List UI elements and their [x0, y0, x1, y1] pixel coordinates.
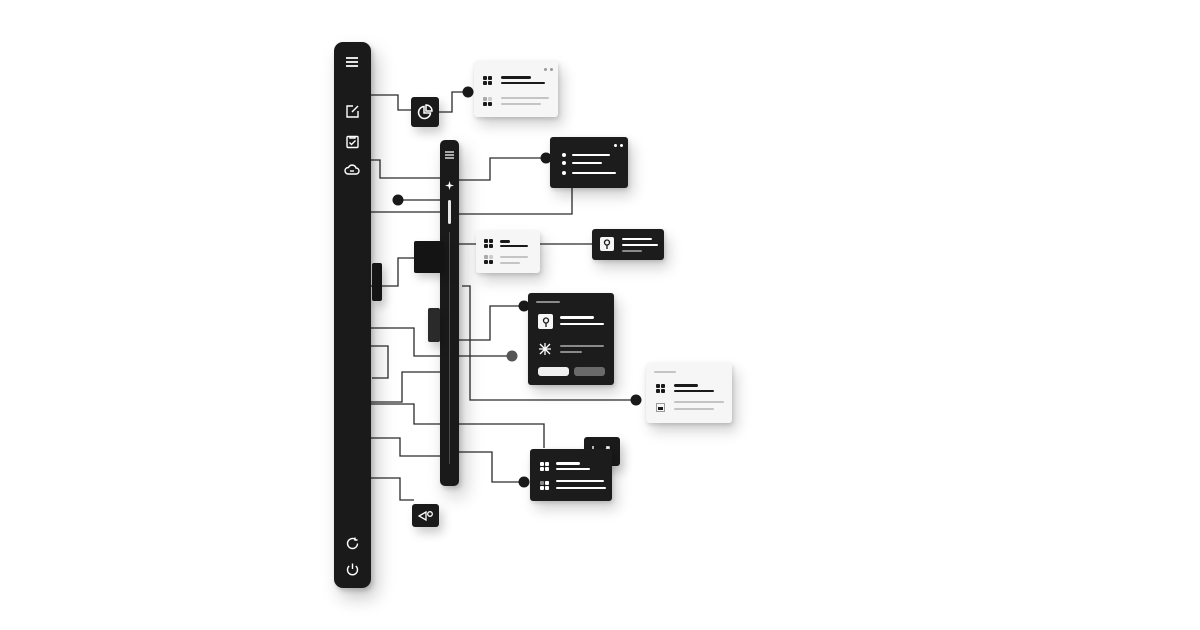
card-line-placeholder	[560, 316, 594, 319]
card-line-placeholder	[622, 244, 658, 246]
clipboard-check-icon[interactable]	[343, 132, 361, 150]
connector-node	[630, 394, 642, 406]
connector-line	[458, 305, 524, 341]
node-card[interactable]	[474, 61, 558, 117]
connector-line	[370, 327, 440, 357]
connector-line	[462, 285, 636, 401]
connector-line	[370, 94, 412, 111]
card-line-placeholder	[674, 408, 714, 410]
card-line-placeholder	[674, 401, 724, 403]
node-card[interactable]	[550, 137, 628, 188]
grid-icon	[540, 462, 549, 471]
card-menu-icon[interactable]	[544, 68, 553, 71]
card-title-placeholder	[500, 240, 510, 243]
connector-line	[370, 345, 389, 379]
rail-connector-block	[414, 241, 444, 273]
connector-line	[438, 91, 470, 113]
pie-chart-tile[interactable]	[411, 97, 439, 127]
secondary-rail	[440, 140, 459, 486]
card-line-placeholder	[674, 390, 714, 392]
grid-icon	[483, 97, 492, 106]
grid-icon	[656, 384, 665, 393]
power-icon[interactable]	[343, 560, 361, 578]
connector-node	[462, 86, 474, 98]
connector-line	[370, 477, 414, 501]
card-line-placeholder	[500, 262, 520, 264]
refresh-icon[interactable]	[343, 534, 361, 552]
card-line-placeholder	[572, 172, 616, 174]
secondary-button[interactable]	[574, 367, 605, 376]
location-pin-icon	[538, 314, 553, 329]
megaphone-icon	[417, 510, 433, 521]
image-icon	[656, 403, 665, 412]
connector-line	[370, 437, 440, 457]
card-line-placeholder	[572, 154, 610, 156]
network-icon	[538, 342, 552, 361]
card-title-placeholder	[536, 301, 560, 303]
connector-line	[370, 403, 545, 448]
card-line-placeholder	[501, 103, 541, 105]
megaphone-tile[interactable]	[412, 504, 439, 527]
rail-connector-block	[428, 308, 440, 342]
grid-icon	[540, 481, 549, 490]
card-line-placeholder	[556, 468, 590, 470]
card-line-placeholder	[500, 256, 528, 258]
slider-icon[interactable]	[448, 200, 451, 224]
connector-line	[370, 159, 440, 179]
scroll-track[interactable]	[449, 232, 450, 464]
card-bullet	[562, 153, 566, 157]
main-rail	[334, 42, 371, 588]
hamburger-icon[interactable]	[343, 53, 361, 71]
card-line-placeholder	[560, 345, 604, 347]
connector-line	[458, 451, 524, 483]
node-card[interactable]	[592, 229, 664, 260]
cloud-icon[interactable]	[343, 161, 361, 179]
card-line-placeholder	[622, 238, 652, 240]
card-line-placeholder	[560, 323, 604, 325]
rail-connector-block	[372, 263, 382, 301]
card-line-placeholder	[556, 487, 606, 489]
card-title-placeholder	[556, 462, 580, 465]
connector-line	[458, 180, 573, 215]
sparkle-icon[interactable]	[441, 178, 458, 192]
card-line-placeholder	[560, 351, 582, 353]
node-card[interactable]	[476, 231, 540, 273]
grid-icon	[483, 76, 492, 85]
card-title-placeholder	[674, 384, 698, 387]
connector-line	[370, 371, 440, 403]
node-card[interactable]	[528, 293, 614, 385]
card-line-placeholder	[501, 97, 549, 99]
hamburger-icon[interactable]	[441, 148, 458, 162]
connector-node	[518, 476, 530, 488]
connector-node	[392, 194, 404, 206]
node-card[interactable]	[646, 363, 732, 423]
grid-icon	[484, 255, 493, 264]
card-line-placeholder	[622, 250, 642, 252]
card-bullet	[562, 161, 566, 165]
primary-button[interactable]	[538, 367, 569, 376]
card-menu-icon[interactable]	[614, 144, 623, 147]
node-card[interactable]	[530, 449, 612, 501]
pie-chart-icon	[417, 104, 433, 120]
card-title-placeholder	[654, 371, 676, 373]
edit-icon[interactable]	[343, 102, 361, 120]
connector-node	[540, 152, 552, 164]
card-line-placeholder	[501, 82, 545, 84]
card-line-placeholder	[500, 245, 528, 247]
card-line-placeholder	[556, 480, 604, 482]
location-pin-icon	[600, 237, 614, 251]
card-line-placeholder	[572, 162, 602, 164]
connector-line	[458, 157, 546, 181]
connector-node	[518, 300, 530, 312]
card-bullet	[562, 171, 566, 175]
card-title-placeholder	[501, 76, 531, 79]
grid-icon	[484, 239, 493, 248]
connector-node	[506, 350, 518, 362]
connector-line	[370, 257, 414, 287]
